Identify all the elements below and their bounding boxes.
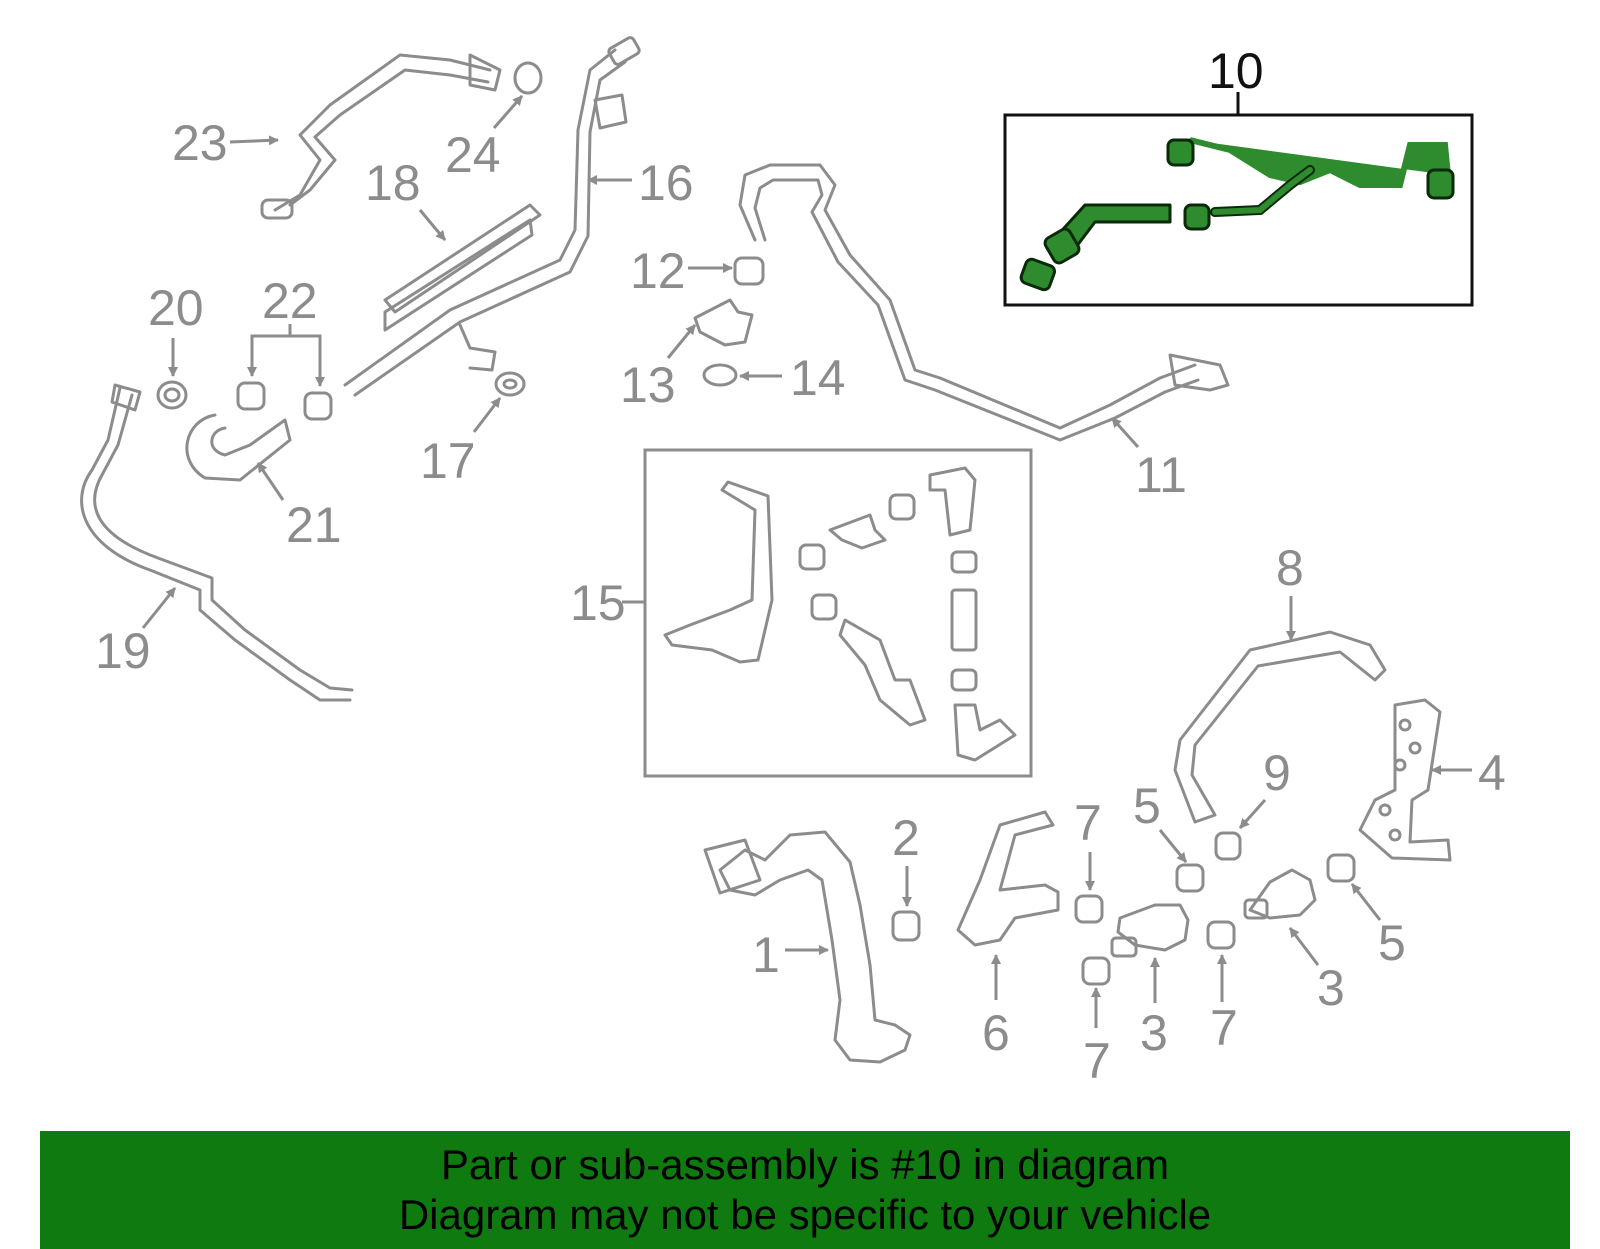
part-18-shield[interactable] <box>383 203 542 332</box>
part-13-bracket[interactable] <box>693 298 754 347</box>
callout-23: 23 <box>172 115 228 171</box>
leader-5a <box>1158 829 1188 863</box>
callout-8: 8 <box>1276 540 1304 596</box>
part-20-oring[interactable] <box>156 380 188 410</box>
callout-16: 16 <box>638 155 694 211</box>
part-19-hose[interactable] <box>80 383 354 702</box>
callout-12: 12 <box>630 243 686 299</box>
callout-14: 14 <box>790 350 846 406</box>
callout-5b: 5 <box>1378 915 1406 971</box>
callout-7b: 7 <box>1083 1033 1111 1089</box>
part-17-oring[interactable] <box>494 371 526 397</box>
leader-22a <box>247 324 292 377</box>
callout-21: 21 <box>286 497 342 553</box>
callout-9: 9 <box>1263 745 1291 801</box>
part-5-clamp-b[interactable] <box>1326 853 1356 883</box>
part-9-clamp[interactable] <box>1214 831 1242 861</box>
part-24-oring[interactable] <box>513 61 543 95</box>
part-22-clamps[interactable] <box>236 381 333 421</box>
callout-22: 22 <box>262 273 318 329</box>
leader-21 <box>256 462 285 501</box>
part-11-pipe[interactable] <box>738 163 1230 442</box>
part-3-valve-b[interactable] <box>1110 903 1190 958</box>
info-banner: Part or sub-assembly is #10 in diagram D… <box>40 1131 1570 1249</box>
part-2-clamp[interactable] <box>891 910 921 942</box>
callout-24: 24 <box>445 127 501 183</box>
part-12-clamp[interactable] <box>733 256 765 286</box>
callout-17: 17 <box>420 433 476 489</box>
leader-17 <box>472 397 502 433</box>
callout-1: 1 <box>752 927 780 983</box>
banner-line-2: Diagram may not be specific to your vehi… <box>398 1191 1212 1238</box>
part-8-hose[interactable] <box>1173 630 1387 824</box>
leader-3a <box>1288 927 1320 966</box>
part-10-box[interactable] <box>1003 92 1474 307</box>
banner-line-1: Part or sub-assembly is #10 in diagram <box>440 1141 1170 1188</box>
leader-13 <box>666 324 697 359</box>
callout-10: 10 <box>1208 43 1264 99</box>
part-3-valve-a[interactable] <box>1243 868 1317 920</box>
callout-13: 13 <box>620 357 676 413</box>
leader-22b <box>290 334 325 387</box>
part-14-oring[interactable] <box>702 363 738 387</box>
leader-9 <box>1238 799 1267 829</box>
callout-11: 11 <box>1135 447 1187 503</box>
callout-6: 6 <box>982 1005 1010 1061</box>
callout-15: 15 <box>570 575 626 631</box>
callout-19: 19 <box>95 623 151 679</box>
callout-4: 4 <box>1478 745 1506 801</box>
leader-23 <box>229 135 279 146</box>
callout-5a: 5 <box>1133 778 1161 834</box>
part-5-clamp-a[interactable] <box>1175 863 1205 893</box>
part-21-hose[interactable] <box>185 413 292 482</box>
callout-18: 18 <box>365 155 421 211</box>
part-7-clamp-c[interactable] <box>1206 920 1236 950</box>
part-7-clamp-a[interactable] <box>1074 894 1104 924</box>
callout-3a: 3 <box>1317 960 1345 1016</box>
callout-20: 20 <box>148 280 204 336</box>
leader-19 <box>141 587 177 629</box>
part-4-bracket[interactable] <box>1358 698 1452 862</box>
leader-24 <box>492 95 524 129</box>
part-6-hose[interactable] <box>956 810 1060 947</box>
callout-7c: 7 <box>1210 1000 1238 1056</box>
callout-7a: 7 <box>1074 795 1102 851</box>
part-15-box[interactable] <box>643 448 1033 778</box>
callout-3b: 3 <box>1140 1005 1168 1061</box>
leader-5b <box>1350 883 1382 921</box>
callout-2: 2 <box>892 810 920 866</box>
part-23-hose[interactable] <box>260 53 502 220</box>
leader-18 <box>418 209 447 241</box>
leader-11 <box>1110 416 1140 449</box>
part-7-clamp-b[interactable] <box>1081 956 1111 986</box>
part-16-pipe[interactable] <box>343 36 641 397</box>
part-1-hose[interactable] <box>703 830 912 1064</box>
